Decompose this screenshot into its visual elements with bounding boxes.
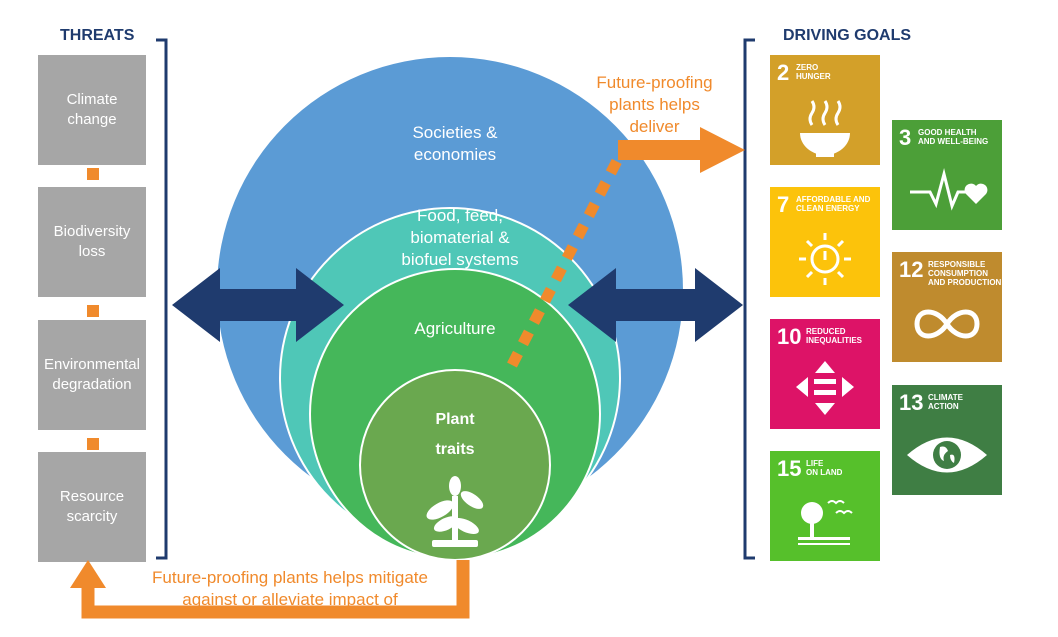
sdg-title: LIFE ON LAND xyxy=(806,459,843,478)
threat-biodiversity-loss: Biodiversity loss xyxy=(38,187,146,297)
sdg-3-tile: 3 GOOD HEALTH AND WELL-BEING xyxy=(892,120,1002,230)
threat-connector xyxy=(87,438,99,450)
threat-environmental-degradation: Environmental degradation xyxy=(38,320,146,430)
inner-ring-label-line2: traits xyxy=(435,441,475,458)
sdg-title: GOOD HEALTH AND WELL-BEING xyxy=(918,128,989,147)
threats-heading: THREATS xyxy=(60,27,135,44)
driving-goals-heading: DRIVING GOALS xyxy=(783,27,912,44)
heartbeat-icon xyxy=(910,168,988,211)
sdg-number: 15 xyxy=(777,456,802,481)
threat-connector xyxy=(87,168,99,180)
threats-bracket xyxy=(156,38,168,560)
sdg-10-tile: 10 REDUCED INEQUALITIES xyxy=(770,319,880,429)
inner-ring-plant-traits xyxy=(359,369,551,561)
right-double-arrow xyxy=(568,268,743,342)
sdg-13-tile: 13 CLIMATE ACTION xyxy=(892,385,1002,495)
deliver-arrow xyxy=(618,127,745,173)
seedling-icon xyxy=(426,476,484,547)
sdg-7-tile: 7 AFFORDABLE AND CLEAN ENERGY xyxy=(770,187,880,297)
sdg-title: ZERO HUNGER xyxy=(796,63,831,82)
sdg-number: 12 xyxy=(899,257,924,282)
sdg-15-tile: 15 LIFE ON LAND xyxy=(770,451,880,561)
deliver-annotation: Future-proofing plants helps deliver xyxy=(596,73,713,137)
infinity-icon xyxy=(914,309,980,339)
outer-ring-label: Societies & economies xyxy=(412,123,498,165)
sdg-number: 2 xyxy=(777,60,790,85)
sdg-2-tile: 2 ZERO HUNGER xyxy=(770,55,880,165)
sdg-12-tile: 12 RESPONSIBLE CONSUMPTION AND PRODUCTIO… xyxy=(892,252,1002,362)
threat-climate-change: Climate change xyxy=(38,55,146,165)
threat-connector xyxy=(87,305,99,317)
deliver-dashed-line xyxy=(507,152,625,368)
sdg-number: 7 xyxy=(777,192,790,217)
sdg-number: 13 xyxy=(899,390,924,415)
sdg-title: AFFORDABLE AND CLEAN ENERGY xyxy=(796,195,871,214)
sdg-number: 10 xyxy=(777,324,802,349)
mitigate-arrowhead xyxy=(70,560,106,588)
sdg-number: 3 xyxy=(899,125,912,150)
sun-power-icon xyxy=(799,233,851,285)
third-ring-label: Agriculture xyxy=(414,319,496,338)
goals-bracket xyxy=(743,38,755,560)
threat-resource-scarcity: Resource scarcity xyxy=(38,452,146,562)
eye-globe-icon xyxy=(907,437,987,473)
sdg-title: RESPONSIBLE CONSUMPTION AND PRODUCTION xyxy=(928,260,1002,288)
tree-birds-icon xyxy=(798,500,853,545)
second-ring-label: Food, feed, biomaterial & biofuel system… xyxy=(401,206,519,270)
sdg-title: CLIMATE ACTION xyxy=(928,393,963,412)
sdg-title: REDUCED INEQUALITIES xyxy=(806,327,863,346)
mitigate-arrow-path xyxy=(81,560,470,619)
equality-arrows-icon xyxy=(796,361,854,415)
bowl-icon xyxy=(800,100,850,157)
inner-ring-label-line1: Plant xyxy=(435,411,475,428)
left-double-arrow xyxy=(172,268,344,342)
mitigate-annotation: Future-proofing plants helps mitigate ag… xyxy=(152,568,428,610)
